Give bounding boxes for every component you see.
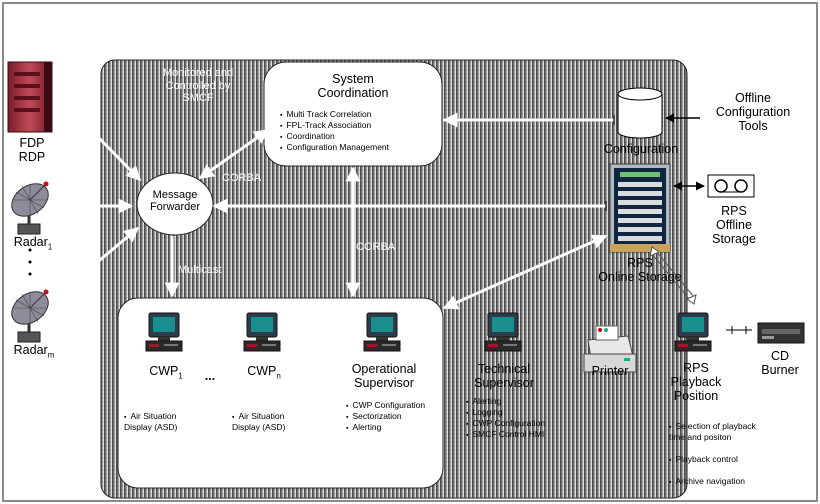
cwp-ellipsis: ... [204,369,216,383]
list-item: Air Situation Display (ASD) [124,411,177,433]
rps-online-storage-label: RPS Online Storage [598,256,682,284]
technical-supervisor-label: Technical Supervisor [474,362,534,390]
cwp-n-label: CWPn [247,364,281,381]
technical-supervisor-list: Alerting Logging CWP Configuration SMCF … [466,396,545,440]
list-item: Configuration Management [280,142,389,153]
rps-playback-position-label: RPS Playback Position [670,361,722,403]
list-item: Archive navigation [669,476,756,487]
corba-mid-label: CORBA [356,241,396,253]
operational-supervisor-label: Operational Supervisor [351,362,417,390]
cwp-n-list: Air Situation Display (ASD) [232,400,285,444]
printer-icon [583,325,637,373]
rps-playback-workstation-icon [674,312,712,352]
cd-burner-icon [757,322,805,344]
configuration-label: Configuration [603,142,679,156]
list-item: CWP Configuration [466,418,545,429]
list-item: FPL-Track Association [280,120,389,131]
list-item: Coordination [280,131,389,142]
list-item: Sectorization [346,411,425,422]
system-coordination-title: System Coordination [317,72,389,100]
cwp-1-workstation-icon [145,312,183,352]
cwp-1-label: CWP1 [149,364,183,381]
corba-top-label: CORBA [222,172,262,184]
radar-1-label: Radar1 [13,235,53,252]
cwp-n-workstation-icon [243,312,281,352]
rps-offline-tape-icon [707,174,755,198]
list-item: CWP Configuration [346,400,425,411]
list-item: Logging [466,407,545,418]
list-item: Alerting [346,422,425,433]
cd-burner-label: CD Burner [761,349,799,377]
rps-playback-list: Selection of playback time and positon P… [669,410,756,499]
list-item: Multi Track Correlation [280,109,389,120]
technical-supervisor-workstation-icon [484,312,522,352]
radar-m-label: Radarm [13,343,55,360]
printer-label: Printer [591,364,629,378]
configuration-database-icon [617,87,663,139]
rps-offline-storage-label: RPS Offline Storage [712,204,756,246]
operational-supervisor-list: CWP Configuration Sectorization Alerting [346,400,425,433]
offline-configuration-tools-label: Offline Configuration Tools [715,91,791,133]
list-item: Alerting [466,396,545,407]
rps-online-storage-icon [609,163,671,253]
list-item: Playback control [669,454,756,465]
fdp-rdp-server-icon [7,61,53,133]
smcf-label: Monitored and Controlled by SMCF [162,67,234,105]
list-item: Air Situation Display (ASD) [232,411,285,433]
cwp-1-list: Air Situation Display (ASD) [124,400,177,444]
operational-supervisor-workstation-icon [363,312,401,352]
fdp-rdp-label: FDP RDP [18,136,46,164]
system-coordination-list: Multi Track Correlation FPL-Track Associ… [280,109,389,153]
multicast-label: Multicast [178,264,222,276]
message-forwarder-label: Message Forwarder [149,189,201,214]
list-item: SMCF Control HMI [466,429,545,440]
list-item: Selection of playback time and positon [669,421,756,443]
